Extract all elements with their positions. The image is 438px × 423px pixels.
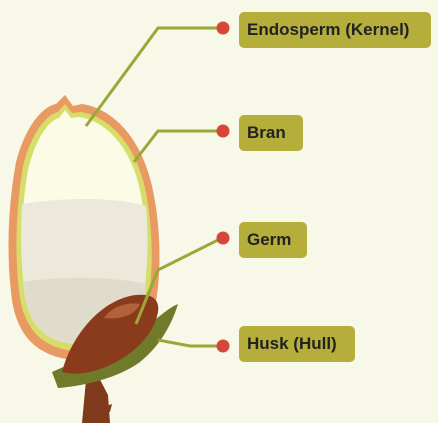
label-bran: Bran [239,115,303,151]
dot-endosperm [217,22,230,35]
connector-endosperm [86,28,222,126]
dot-bran [217,125,230,138]
dot-husk [217,340,230,353]
label-endosperm: Endosperm (Kernel) [239,12,431,48]
connector-husk [158,340,222,346]
dot-germ [217,232,230,245]
label-germ: Germ [239,222,307,258]
connector-bran [134,131,222,162]
label-husk: Husk (Hull) [239,326,355,362]
